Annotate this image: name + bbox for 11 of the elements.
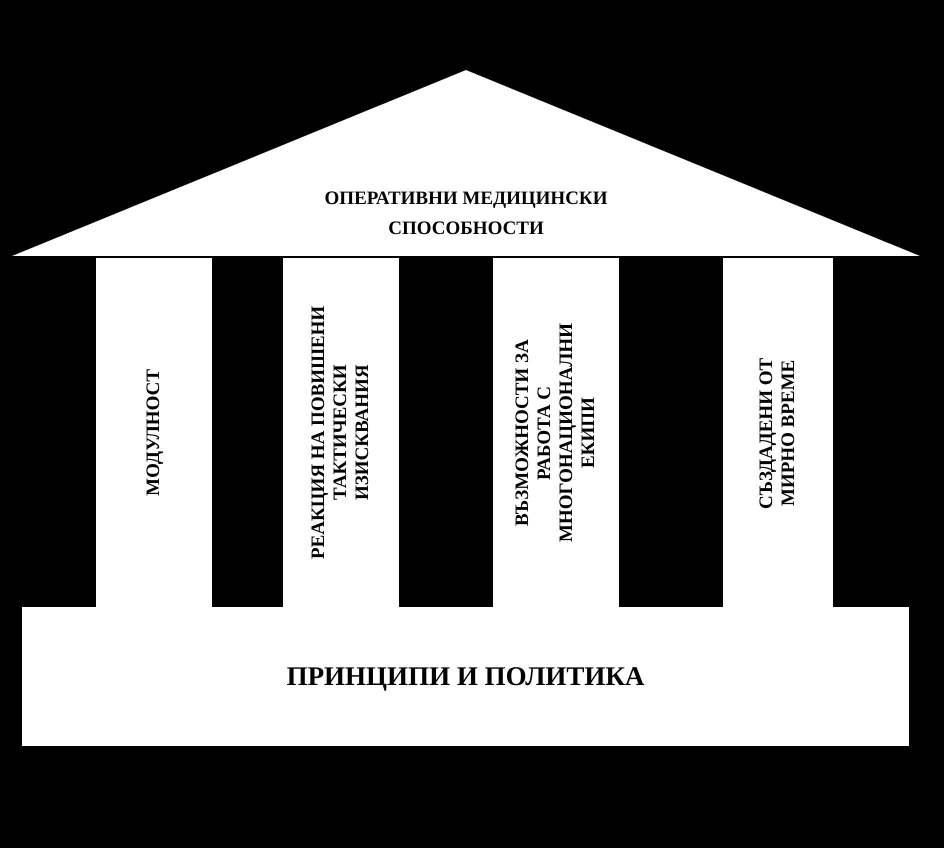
pillar bbox=[283, 258, 399, 607]
pillar-label: МОДУЛНОСТ bbox=[143, 369, 165, 496]
base-slab bbox=[22, 607, 909, 746]
pillar bbox=[96, 258, 212, 607]
roof-label: ОПЕРАТИВНИ МЕДИЦИНСКИ СПОСОБНОСТИ bbox=[324, 187, 608, 241]
base-label: ПРИНЦИПИ И ПОЛИТИКА bbox=[286, 661, 644, 692]
pillar bbox=[723, 258, 833, 607]
pillar-label: РЕАКЦИЯ НА ПОВИШЕНИ ТАКТИЧЕСКИ ИЗИСКВАНИЯ bbox=[308, 304, 374, 562]
pillar-label: ВЪЗМОЖНОСТИ ЗА РАБОТА С МНОГОНАЦИОНАЛНИ ЕКИПИ bbox=[512, 322, 600, 544]
pillar bbox=[493, 258, 619, 607]
pillar-label: СЪЗДАДЕНИ ОТ МИРНО ВРЕМЕ bbox=[756, 356, 800, 510]
